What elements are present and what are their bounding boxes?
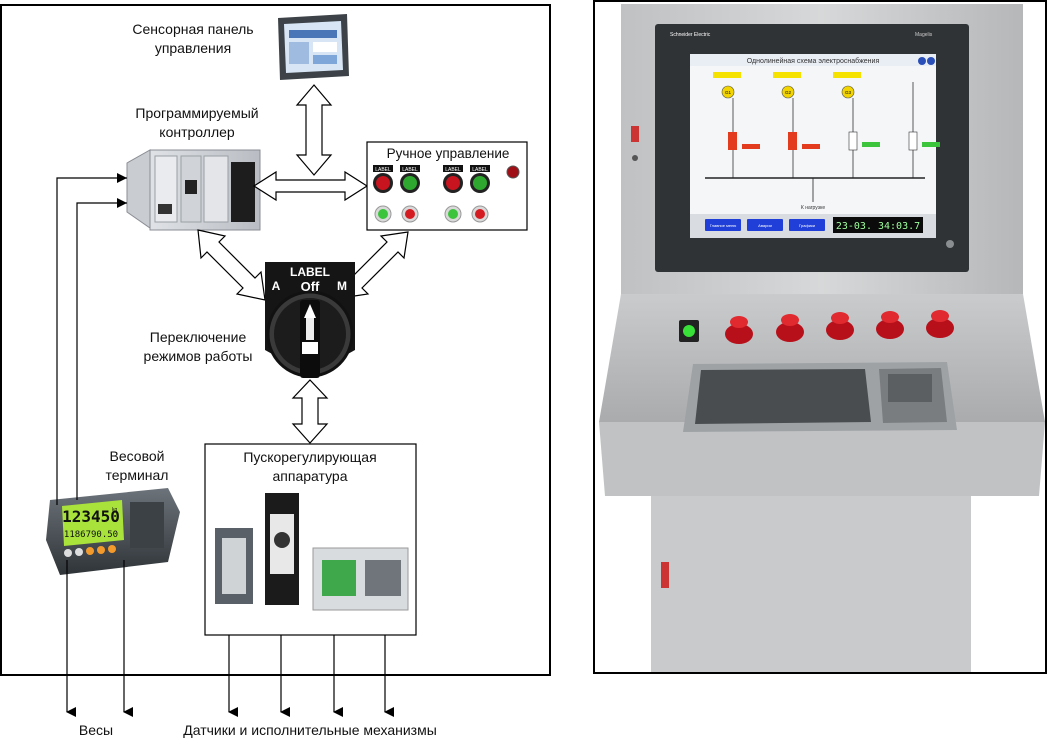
manual-control-panel: LABEL LABEL LABEL LABEL xyxy=(366,141,528,231)
manual-button-label-2: LABEL xyxy=(402,167,418,173)
label-scales: Весы xyxy=(78,722,114,738)
label-plc: Программируемый контроллер xyxy=(135,105,259,140)
hmi-generator-3: G3 xyxy=(845,90,852,95)
label-touch-panel: Сенсорная панель управления xyxy=(132,21,254,56)
hmi-cabinet-photo: Schneider Electric Magelis Однолинейная … xyxy=(593,0,1047,674)
hmi-bus-label: К нагрузке xyxy=(801,205,825,211)
arrow-plc-switch xyxy=(197,229,266,301)
control-system-diagram: LABEL LABEL LABEL LABEL LABEL Off A M xyxy=(0,4,551,717)
mode-switch-off: Off xyxy=(301,279,320,294)
line-terminal-plc-1 xyxy=(56,177,127,505)
diagram-frame xyxy=(0,4,551,676)
hmi-brand: Schneider Electric xyxy=(670,32,711,38)
hmi-button-charts: Графики xyxy=(799,223,815,228)
hmi-button-alarms: Аварии xyxy=(758,223,772,228)
weight-main-value: 123450 xyxy=(62,507,120,526)
hmi-clock: 23-03. 34:03.7 xyxy=(836,221,920,232)
line-terminal-plc-2 xyxy=(76,202,127,500)
mode-switch-label: LABEL xyxy=(290,265,330,279)
label-weight-terminal: Весовой терминал xyxy=(105,448,169,483)
weight-terminal-image: 123450 kg 1186790.50 xyxy=(46,488,180,575)
starter-equipment-image xyxy=(215,493,409,611)
hmi-screen-title: Однолинейная схема электроснабжения xyxy=(747,57,880,65)
plc-image xyxy=(126,149,261,231)
label-sensors-actuators: Датчики и исполнительные механизмы xyxy=(183,722,437,738)
manual-indicator-lamp xyxy=(506,165,520,179)
manual-button-label-3: LABEL xyxy=(445,167,461,173)
touch-panel-image xyxy=(278,14,349,80)
manual-button-label-1: LABEL xyxy=(375,167,391,173)
weight-unit: kg xyxy=(112,507,118,513)
hmi-model: Magelis xyxy=(915,32,933,38)
arrow-plc-manual xyxy=(252,170,369,202)
label-mode-switch: Переключение режимов работы xyxy=(143,329,253,364)
hmi-generator-2: G2 xyxy=(785,90,792,95)
hmi-generator-1: G1 xyxy=(725,90,732,95)
label-manual-control: Ручное управление xyxy=(386,146,510,161)
mode-switch: LABEL Off A M xyxy=(265,262,355,378)
mode-switch-auto: A xyxy=(272,279,281,293)
weight-sub-value: 1186790.50 xyxy=(64,530,118,540)
arrow-panel-plc xyxy=(295,84,333,176)
manual-button-label-4: LABEL xyxy=(472,167,488,173)
arrow-switch-starter xyxy=(291,379,329,444)
hmi-button-main-menu: Главное меню xyxy=(710,223,737,228)
mode-switch-manual: M xyxy=(337,279,347,293)
label-starter-equipment: Пускорегулирующая аппаратура xyxy=(243,449,377,484)
